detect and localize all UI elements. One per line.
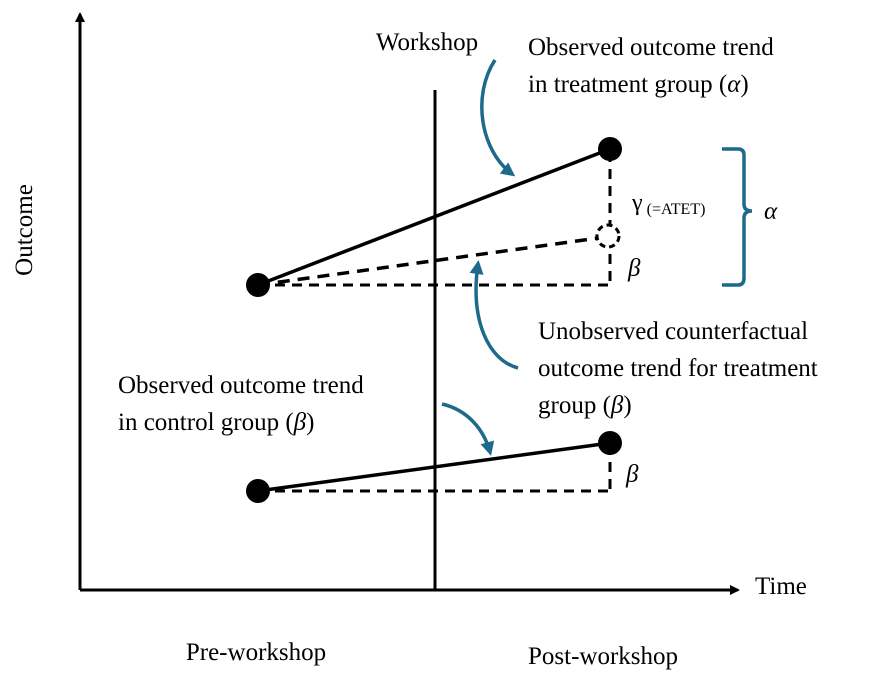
gamma-label: γ(=ATET) <box>631 190 705 218</box>
post-period-label: Post-workshop <box>528 643 678 670</box>
pre-period-label: Pre-workshop <box>186 639 326 666</box>
beta-control-label: β <box>625 461 639 488</box>
workshop-label: Workshop <box>376 29 478 56</box>
counterfactual-annotation-line3: group (β) <box>538 392 632 419</box>
alpha-brace <box>722 147 753 287</box>
control-pre-point <box>246 479 270 503</box>
counterfactual-annotation-line1: Unobserved counterfactual <box>538 318 808 345</box>
control-post-point <box>598 431 622 455</box>
x-axis-label: Time <box>755 573 807 600</box>
treatment-trend-line <box>257 147 611 287</box>
control-annotation-arrow <box>441 402 495 456</box>
y-axis-label: Outcome <box>11 184 38 276</box>
treatment-annotation-line1: Observed outcome trend <box>528 34 774 61</box>
counterfactual-annotation-arrow <box>469 260 519 370</box>
counterfactual-annotation-line2: outcome trend for treatment <box>538 355 818 382</box>
treatment-post-point <box>598 137 622 161</box>
treatment-annotation-line2: in treatment group (α) <box>528 71 749 98</box>
beta-treatment-label: β <box>627 255 641 282</box>
treatment-pre-point <box>246 273 270 297</box>
control-annotation-line2: in control group (β) <box>118 409 314 436</box>
control-trend-line <box>257 441 611 493</box>
control-annotation-line1: Observed outcome trend <box>118 372 364 399</box>
counterfactual-trend-line <box>257 235 607 287</box>
alpha-label: α <box>764 198 778 225</box>
treatment-annotation-arrow <box>480 59 516 177</box>
counterfactual-point <box>595 223 621 249</box>
